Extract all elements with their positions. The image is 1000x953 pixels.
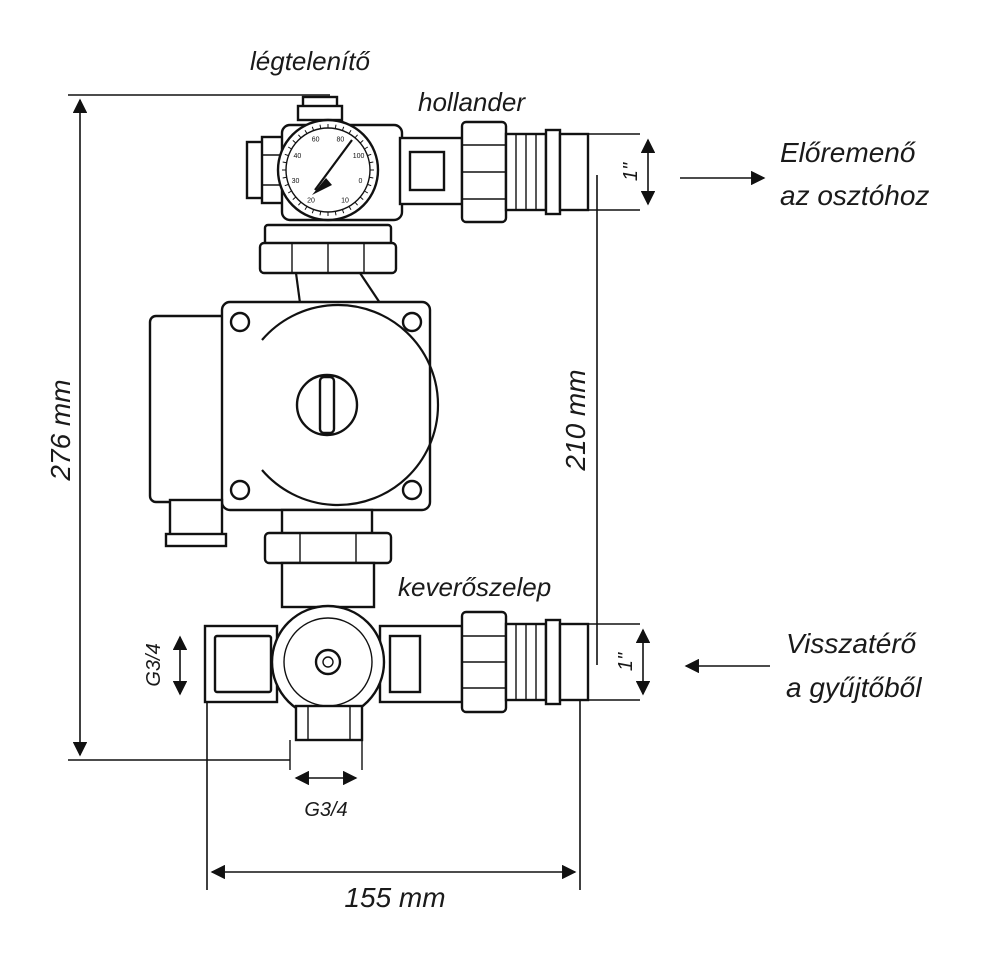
gauge-tick-mark [304,129,308,134]
bottom-thread-label: G3/4 [304,799,347,821]
mixing-valve-label: keverőszelep [398,572,551,602]
mixing-valve-assembly: G3/4 1" G3/4 [143,604,651,821]
gauge-tick-mark [341,126,345,131]
gauge-tick-mark [341,209,345,214]
gauge-tick-mark [359,140,364,144]
gauge-tick-mark [292,196,297,200]
gauge-tick-label: 40 [294,153,302,160]
gauge-tick-mark [319,211,322,216]
height-dimension: 276 mm [45,94,330,761]
thermometer-gauge: 20 30 40 60 80 100 0 10 [276,118,380,222]
gauge-tick-mark [367,153,372,157]
flow-label-line1: Előremenő [780,137,916,168]
lower-coupling [263,531,393,609]
return-label-line2: a gyűjtőből [786,672,922,703]
flow-label-line2: az osztóhoz [780,180,929,211]
gauge-tick-label: 30 [292,178,300,185]
gauge-tick-mark [354,134,358,139]
width-label: 155 mm [344,882,445,913]
air-vent-label: légtelenítő [250,46,371,76]
gauge-tick-mark [298,134,302,139]
gauge-tick-mark [367,183,372,187]
gauge-tick-mark [287,190,292,194]
gauge-tick-mark [348,129,352,134]
return-annotation: Visszatérő a gyűjtőből [684,628,922,703]
bottom-outlet-size: 1" [615,652,637,671]
width-dimension: 155 mm [206,650,581,913]
gauge-tick-mark [292,140,297,144]
union-label: hollander [418,87,526,117]
gauge-tick-mark [282,161,287,164]
gauge-tick-mark [284,153,289,157]
spacing-label: 210 mm [560,369,591,471]
gauge-tick-mark [369,161,374,164]
gauge-tick-mark [287,146,292,150]
gauge-tick-mark [282,176,287,179]
flow-annotation: Előremenő az osztóhoz [680,137,929,211]
gauge-tick-label: 0 [359,178,363,185]
gauge-tick-mark [311,209,315,214]
gauge-tick-mark [348,206,352,211]
gauge-tick-mark [334,211,337,216]
gauge-tick-mark [354,201,358,206]
gauge-tick-label: 20 [307,197,315,204]
top-outlet-size: 1" [620,162,642,181]
gauge-tick-mark [304,206,308,211]
gauge-tick-mark [298,201,302,206]
return-label-line1: Visszatérő [786,628,917,659]
gauge-tick-label: 10 [341,197,349,204]
side-thread-label: G3/4 [143,643,165,686]
gauge-tick-mark [319,124,322,129]
spacing-dimension: 210 mm [560,175,598,665]
gauge-tick-label: 80 [337,136,345,143]
gauge-tick-mark [284,183,289,187]
gauge-tick-mark [369,176,374,179]
gauge-tick-mark [359,196,364,200]
circulation-pump [148,300,440,548]
gauge-tick-mark [311,126,315,131]
gauge-tick-mark [364,190,369,194]
height-label: 276 mm [45,379,76,481]
gauge-tick-mark [364,146,369,150]
gauge-tick-label: 100 [353,153,365,160]
gauge-tick-mark [334,124,337,129]
top-flow-assembly: 20 30 40 60 80 100 0 10 1" [245,95,656,304]
gauge-tick-label: 60 [312,136,320,143]
